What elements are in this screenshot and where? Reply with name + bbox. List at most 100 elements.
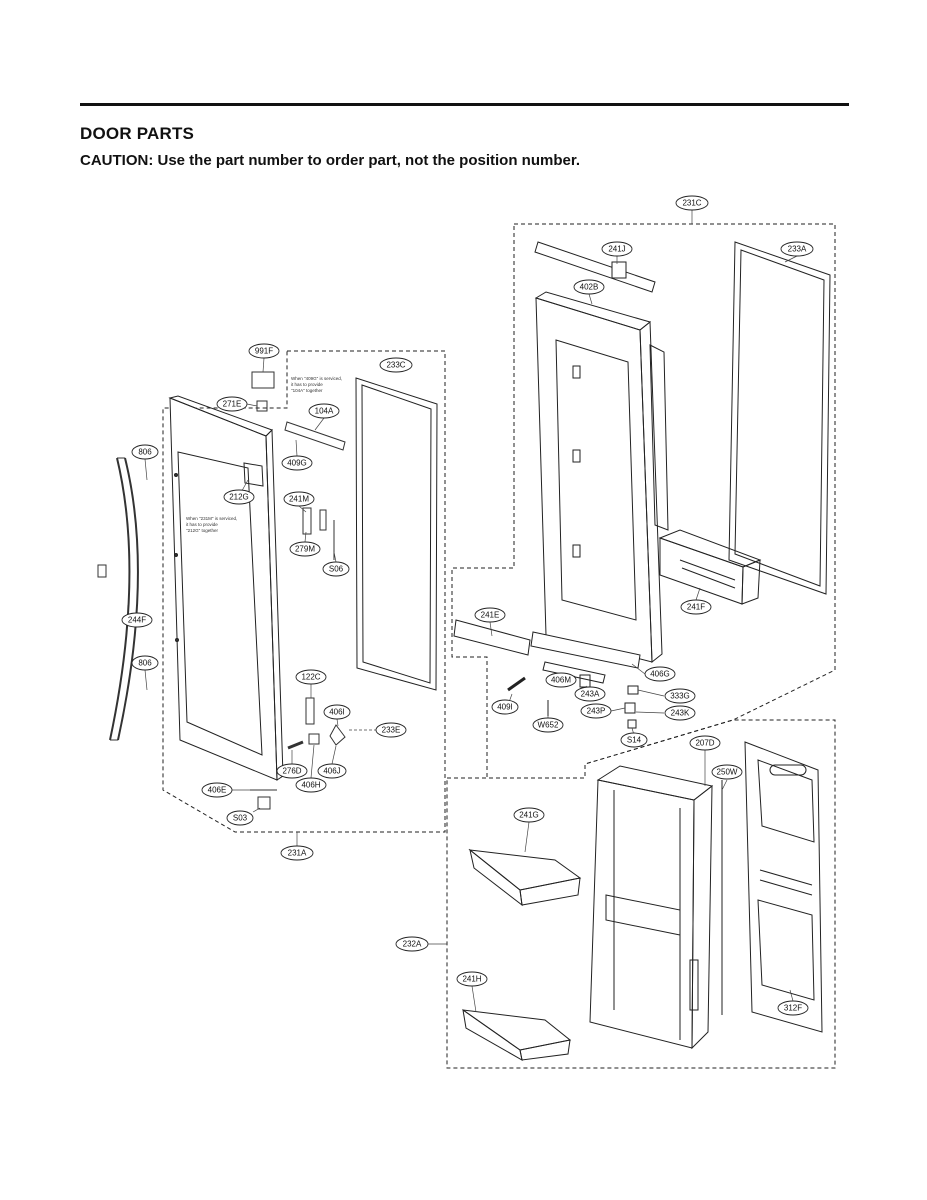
- label-231a: 231A: [288, 849, 307, 858]
- callout-241g: [513, 807, 545, 823]
- callout-244f: [121, 612, 153, 628]
- dispenser-housing: [589, 765, 714, 1050]
- svg-text:it has to provide: it has to provide: [186, 522, 218, 527]
- label-312f: 312F: [784, 1004, 802, 1013]
- callout-241e: [474, 607, 506, 623]
- header-rule: [80, 103, 849, 106]
- label-s14: S14: [627, 736, 642, 745]
- callout-406j: [317, 763, 347, 779]
- assembly-231a-boundary: [162, 350, 446, 833]
- label-233a: 233A: [788, 245, 807, 254]
- rail-241j: [534, 241, 656, 293]
- callout-406g: [644, 666, 676, 682]
- gasket-233c: [355, 377, 438, 691]
- label-s03: S03: [233, 814, 248, 823]
- svg-text:When "231M" is serviced,: When "231M" is serviced,: [186, 516, 237, 521]
- callout-250w: [711, 764, 743, 780]
- label-104a: 104A: [315, 407, 334, 416]
- callout-232a: [395, 936, 429, 952]
- svg-text:"104A" together: "104A" together: [291, 388, 323, 393]
- callout-243a: [574, 686, 606, 702]
- label-232a: 232A: [403, 940, 422, 949]
- callout-271e: [216, 396, 248, 412]
- callout-279m: [289, 541, 321, 557]
- caution-note: CAUTION: Use the part number to order pa…: [80, 152, 581, 169]
- label-406e: 406E: [208, 786, 227, 795]
- assembly-232a-boundary: [446, 719, 836, 1069]
- label-241e: 241E: [481, 611, 500, 620]
- dispenser-cover-312f: [744, 741, 823, 1033]
- callout-409i: [491, 699, 519, 715]
- label-243a: 243A: [581, 690, 600, 699]
- callout-333g: [664, 688, 696, 704]
- label-806-bottom: 806: [138, 659, 152, 668]
- callout-406e: [201, 782, 233, 798]
- cover-241f: [658, 529, 762, 605]
- label-333g: 333G: [670, 692, 690, 701]
- callout-402b: [573, 279, 605, 295]
- label-406j: 406J: [323, 767, 340, 776]
- callout-991f: [248, 343, 280, 359]
- callout-207d: [689, 735, 721, 751]
- label-991f: 991F: [255, 347, 273, 356]
- callout-406m: [545, 672, 577, 688]
- gasket-233a: [728, 241, 831, 595]
- label-406i: 406I: [329, 708, 345, 717]
- label-241g: 241G: [519, 811, 539, 820]
- label-241j: 241J: [608, 245, 625, 254]
- leader-lines: [128, 210, 798, 1013]
- label-w652: W652: [538, 721, 559, 730]
- label-406h: 406H: [301, 781, 320, 790]
- label-243k: 243K: [671, 709, 690, 718]
- note-409g-104a: When "409G" is serviced, it has to provi…: [291, 376, 342, 393]
- label-806-top: 806: [138, 448, 152, 457]
- callout-241f: [680, 599, 712, 615]
- callout-241j: [601, 241, 633, 257]
- door-panel-left: [168, 395, 284, 781]
- label-406g: 406G: [650, 670, 670, 679]
- label-241f: 241F: [687, 603, 705, 612]
- callout-s06: [322, 561, 350, 577]
- callout-406i: [323, 704, 351, 720]
- label-244f: 244F: [128, 616, 146, 625]
- bottom-cap-parts: [453, 619, 641, 729]
- callout-409g: [281, 455, 313, 471]
- callout-241h: [456, 971, 488, 987]
- label-279m: 279M: [295, 545, 315, 554]
- label-s06: S06: [329, 565, 344, 574]
- callout-233a: [780, 241, 814, 257]
- callout-233e: [375, 722, 407, 738]
- callout-806-bottom: [131, 655, 159, 671]
- label-402b: 402B: [580, 283, 599, 292]
- label-207d: 207D: [695, 739, 714, 748]
- callout-312f: [777, 1000, 809, 1016]
- label-241h: 241H: [462, 975, 481, 984]
- svg-text:it has to provide: it has to provide: [291, 382, 323, 387]
- label-212g: 212G: [229, 493, 249, 502]
- callout-231c: [675, 195, 709, 211]
- label-409i: 409I: [497, 703, 513, 712]
- page-title: DOOR PARTS: [80, 124, 195, 143]
- callout-276d: [276, 763, 308, 779]
- door-handle-244f: [97, 457, 139, 741]
- note-231m-212g: When "231M" is serviced, it has to provi…: [186, 516, 237, 533]
- callout-122c: [295, 669, 327, 685]
- callout-241m: [283, 491, 315, 507]
- label-233c: 233C: [386, 361, 405, 370]
- callout-s14: [620, 732, 648, 748]
- svg-text:When "409G" is serviced,: When "409G" is serviced,: [291, 376, 342, 381]
- label-406m: 406M: [551, 676, 571, 685]
- tray-241h: [462, 1008, 572, 1061]
- label-276d: 276D: [282, 767, 301, 776]
- label-122c: 122C: [301, 673, 320, 682]
- callout-243k: [664, 705, 696, 721]
- callout-w652: [532, 717, 564, 733]
- label-233e: 233E: [382, 726, 401, 735]
- assembly-231c-boundary: [451, 223, 836, 779]
- label-271e: 271E: [223, 400, 242, 409]
- label-243p: 243P: [587, 707, 606, 716]
- label-231c: 231C: [682, 199, 701, 208]
- callout-806-top: [131, 444, 159, 460]
- callout-406h: [295, 777, 327, 793]
